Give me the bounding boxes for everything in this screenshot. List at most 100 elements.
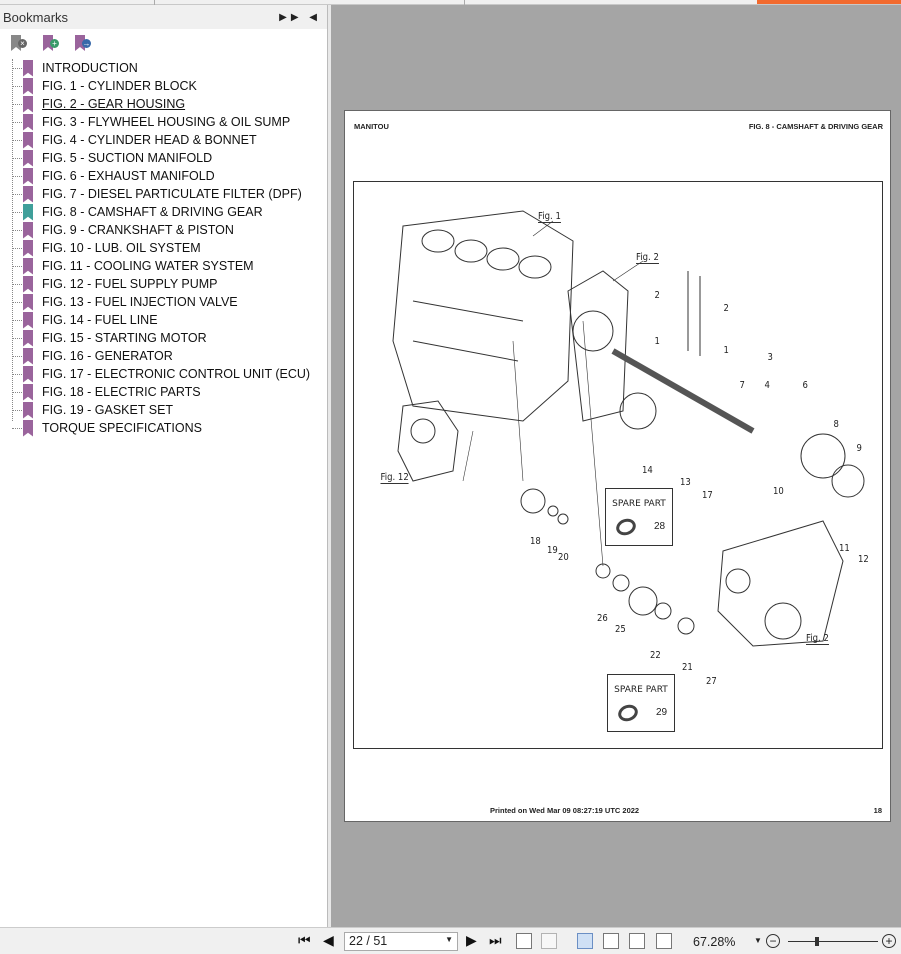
bookmark-item[interactable]: FIG. 9 - CRANKSHAFT & PISTON <box>10 221 327 239</box>
zoom-out-button[interactable]: − <box>766 934 780 948</box>
page-indicator: 22 / 51 <box>349 934 388 948</box>
callout-label: Fig. 12 <box>380 472 409 484</box>
zoom-slider-thumb[interactable] <box>815 937 819 946</box>
front-cover-drawing <box>717 520 844 647</box>
bookmark-item[interactable]: TORQUE SPECIFICATIONS <box>10 419 327 437</box>
bookmark-icon <box>23 293 33 311</box>
bottom-toolbar: ⏮ ◀ 22 / 51 ▼ ▶ ⏭ 67.28% ▼ − + <box>0 927 901 954</box>
bookmark-item[interactable]: FIG. 19 - GASKET SET <box>10 401 327 419</box>
bookmark-label: FIG. 9 - CRANKSHAFT & PISTON <box>42 223 234 237</box>
bookmark-label: FIG. 10 - LUB. OIL SYSTEM <box>42 241 201 255</box>
bearing-ring-icon <box>615 702 641 724</box>
bookmark-label: FIG. 1 - CYLINDER BLOCK <box>42 79 197 93</box>
expand-panel-icon[interactable]: ▶▶ <box>279 11 303 23</box>
go-to-bookmark-icon[interactable]: → <box>75 35 91 51</box>
pushrods-drawing <box>687 271 701 356</box>
bookmark-item[interactable]: FIG. 14 - FUEL LINE <box>10 311 327 329</box>
fuel-pump-drawing <box>397 400 459 482</box>
continuous-facing-view-icon[interactable] <box>656 933 672 949</box>
last-page-button[interactable]: ⏭ <box>489 932 502 948</box>
idler-gear-drawing <box>520 488 569 525</box>
bookmark-icon <box>23 329 33 347</box>
bookmark-item[interactable]: FIG. 4 - CYLINDER HEAD & BONNET <box>10 131 327 149</box>
bookmark-label: FIG. 18 - ELECTRIC PARTS <box>42 385 201 399</box>
page-number-input[interactable]: 22 / 51 ▼ <box>344 932 458 951</box>
single-page-view-icon[interactable] <box>577 933 593 949</box>
bookmark-item[interactable]: FIG. 1 - CYLINDER BLOCK <box>10 77 327 95</box>
callout-label: 20 <box>557 552 569 563</box>
bookmark-item[interactable]: FIG. 12 - FUEL SUPPLY PUMP <box>10 275 327 293</box>
bookmark-item[interactable]: INTRODUCTION <box>10 59 327 77</box>
spare-part-label: SPARE PART <box>614 685 668 695</box>
callout-label: 1 <box>654 336 660 347</box>
bookmark-icon <box>23 167 33 185</box>
tab-strip <box>0 0 901 5</box>
bookmark-item[interactable]: FIG. 5 - SUCTION MANIFOLD <box>10 149 327 167</box>
callout-label: 3 <box>767 352 773 363</box>
delete-bookmark-icon[interactable]: × <box>11 35 27 51</box>
callout-label: 9 <box>856 443 862 454</box>
bookmarks-header: Bookmarks ▶▶ ◀ <box>0 5 327 29</box>
callout-label: 8 <box>833 419 839 430</box>
bookmark-item[interactable]: FIG. 18 - ELECTRIC PARTS <box>10 383 327 401</box>
continuous-view-icon[interactable] <box>603 933 619 949</box>
callout-label: 7 <box>739 380 745 391</box>
callout-label: 11 <box>838 543 850 554</box>
tab[interactable] <box>464 0 465 5</box>
previous-view-icon[interactable] <box>516 933 532 949</box>
bookmark-label: FIG. 12 - FUEL SUPPLY PUMP <box>42 277 218 291</box>
bookmark-label: FIG. 19 - GASKET SET <box>42 403 174 417</box>
active-tab-accent <box>757 0 901 4</box>
bookmark-label: FIG. 6 - EXHAUST MANIFOLD <box>42 169 215 183</box>
bookmark-item[interactable]: FIG. 15 - STARTING MOTOR <box>10 329 327 347</box>
bookmark-item[interactable]: FIG. 17 - ELECTRONIC CONTROL UNIT (ECU) <box>10 365 327 383</box>
zoom-in-button[interactable]: + <box>882 934 896 948</box>
collapse-panel-icon[interactable]: ◀ <box>309 11 321 23</box>
bookmark-item[interactable]: FIG. 13 - FUEL INJECTION VALVE <box>10 293 327 311</box>
bearing-ring-icon <box>613 516 639 538</box>
bookmark-label: FIG. 16 - GENERATOR <box>42 349 173 363</box>
gear-housing-drawing <box>567 270 629 422</box>
bookmarks-panel: Bookmarks ▶▶ ◀ × + → INTRODUCTION FIG. 1 … <box>0 5 328 927</box>
first-page-button[interactable]: ⏮ <box>298 932 311 948</box>
bookmark-item[interactable]: FIG. 2 - GEAR HOUSING <box>10 95 327 113</box>
facing-view-icon[interactable] <box>629 933 645 949</box>
chevron-down-icon[interactable]: ▼ <box>445 935 453 944</box>
tab[interactable] <box>154 0 155 5</box>
callout-label: 4 <box>764 380 770 391</box>
bookmark-label: FIG. 5 - SUCTION MANIFOLD <box>42 151 213 165</box>
cylinder-block-drawing <box>392 210 574 422</box>
bookmark-item[interactable]: FIG. 8 - CAMSHAFT & DRIVING GEAR <box>10 203 327 221</box>
bookmark-label: INTRODUCTION <box>42 61 138 75</box>
zoom-dropdown-icon[interactable]: ▼ <box>754 936 762 945</box>
bookmark-label: FIG. 14 - FUEL LINE <box>42 313 158 327</box>
callout-label: 19 <box>546 545 558 556</box>
bookmark-item[interactable]: FIG. 11 - COOLING WATER SYSTEM <box>10 257 327 275</box>
zoom-slider[interactable] <box>788 941 878 942</box>
bookmark-icon <box>23 419 33 437</box>
callout-label: 18 <box>529 536 541 547</box>
bookmark-icon <box>23 59 33 77</box>
bookmark-item[interactable]: FIG. 10 - LUB. OIL SYSTEM <box>10 239 327 257</box>
next-page-button[interactable]: ▶ <box>466 932 477 948</box>
callout-label: Fig. 2 <box>636 252 659 264</box>
bookmark-icon <box>23 77 33 95</box>
bookmark-item[interactable]: FIG. 16 - GENERATOR <box>10 347 327 365</box>
camshaft-drawing <box>611 348 865 498</box>
bookmark-label: FIG. 7 - DIESEL PARTICULATE FILTER (DPF) <box>42 187 302 201</box>
previous-page-button[interactable]: ◀ <box>323 932 334 948</box>
bookmark-item[interactable]: FIG. 7 - DIESEL PARTICULATE FILTER (DPF) <box>10 185 327 203</box>
add-bookmark-icon[interactable]: + <box>43 35 59 51</box>
bookmark-item[interactable]: FIG. 6 - EXHAUST MANIFOLD <box>10 167 327 185</box>
spare-part-label: SPARE PART <box>612 499 666 509</box>
bookmark-icon <box>23 257 33 275</box>
bookmark-label: FIG. 4 - CYLINDER HEAD & BONNET <box>42 133 257 147</box>
bookmark-item[interactable]: FIG. 3 - FLYWHEEL HOUSING & OIL SUMP <box>10 113 327 131</box>
panel-splitter[interactable] <box>328 5 331 927</box>
zoom-level[interactable]: 67.28% <box>693 935 736 949</box>
diagram-frame <box>353 181 883 749</box>
callout-label: 26 <box>596 613 608 624</box>
next-view-icon[interactable] <box>541 933 557 949</box>
